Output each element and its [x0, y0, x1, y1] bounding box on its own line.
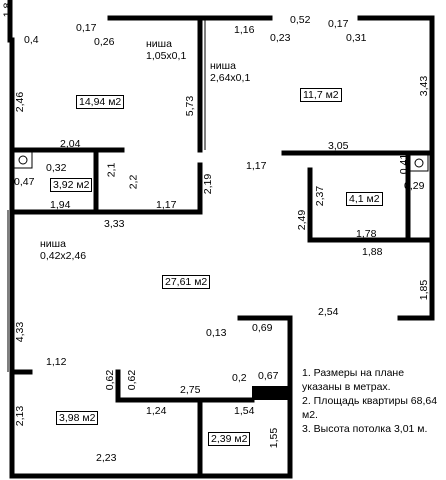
dim-2-19: 2,19: [202, 173, 215, 195]
dim-0-52: 0,52: [290, 14, 311, 26]
shaft-block: [252, 386, 288, 400]
dim-0-67: 0,67: [258, 370, 279, 382]
dim-2-2: 2,2: [127, 174, 140, 190]
area-room-11-7: 11,7 м2: [300, 88, 342, 102]
dim-2-37: 2,37: [314, 185, 327, 207]
dim-0-47: 0,47: [14, 176, 35, 188]
niche3-title: ниша: [40, 238, 66, 250]
dim-0-62-a: 0,62: [104, 369, 117, 391]
dim-3-33: 3,33: [104, 218, 125, 230]
plan-notes: 1. Размеры на плане указаны в метрах. 2.…: [302, 366, 444, 436]
dim-0-31: 0,31: [346, 32, 367, 44]
dim-2-1: 2,1: [105, 162, 118, 178]
fixture-wc2: [409, 154, 429, 172]
dim-1-88: 1,88: [362, 246, 383, 258]
dim-0-62-b: 0,62: [126, 369, 139, 391]
dim-1-94: 1,94: [50, 199, 71, 211]
dim-5-73: 5,73: [184, 95, 197, 117]
dim-0-17-a: 0,17: [76, 22, 97, 34]
niche1-title: ниша: [146, 38, 172, 50]
dim-0-26: 0,26: [94, 36, 115, 48]
niche2-size: 2,64x0,1: [210, 72, 251, 84]
dim-2-75: 2,75: [180, 384, 201, 396]
note-3: 3. Высота потолка 3,01 м.: [302, 423, 428, 435]
dim-1-17-b: 1,17: [246, 160, 267, 172]
dim-1-24: 1,24: [146, 405, 167, 417]
dim-3-43: 3,43: [418, 75, 431, 97]
dim-1-16: 1,16: [234, 24, 255, 36]
dim-0-2: 0,2: [232, 372, 247, 384]
dim-4-33: 4,33: [14, 321, 27, 343]
dim-0-29: 0,29: [404, 180, 425, 192]
dim-0-41: 0,41: [398, 153, 411, 175]
dim-3-05: 3,05: [328, 140, 349, 152]
niche3-size: 0,42x2,46: [40, 250, 87, 262]
area-room-2-39: 2,39 м2: [208, 432, 251, 446]
dim-2-23: 2,23: [96, 452, 117, 464]
dim-0-32: 0,32: [46, 162, 67, 174]
dim-1-17-a: 1,17: [156, 199, 177, 211]
dim-1-8: 1,8: [1, 2, 14, 18]
dim-1-54: 1,54: [234, 405, 255, 417]
area-room-3-98: 3,98 м2: [56, 411, 99, 425]
dim-0-13: 0,13: [206, 327, 227, 339]
dim-0-23: 0,23: [270, 32, 291, 44]
dim-2-04: 2,04: [60, 138, 81, 150]
dim-1-85: 1,85: [418, 279, 431, 301]
dim-1-12: 1,12: [46, 356, 67, 368]
note-1: 1. Размеры на плане указаны в метрах.: [302, 367, 405, 393]
niche2-title: ниша: [210, 60, 236, 72]
dim-2-13: 2,13: [14, 405, 27, 427]
dim-0-4: 0,4: [24, 34, 39, 46]
area-room-4-1: 4,1 м2: [346, 192, 383, 206]
dim-2-46: 2,46: [14, 91, 27, 113]
dim-0-69: 0,69: [252, 322, 273, 334]
dim-1-55: 1,55: [268, 427, 281, 449]
fixture-wc1: [13, 151, 33, 169]
niche1-size: 1,05x0,1: [146, 50, 187, 62]
area-room-14-94: 14,94 м2: [76, 95, 125, 109]
area-room-27-61: 27,61 м2: [162, 275, 211, 289]
dim-0-17-b: 0,17: [328, 18, 349, 30]
area-room-3-92: 3,92 м2: [50, 178, 93, 192]
dim-2-54: 2,54: [318, 306, 339, 318]
note-2: 2. Площадь квартиры 68,64 м2.: [302, 395, 438, 421]
dim-2-49: 2,49: [296, 209, 309, 231]
dim-1-78: 1,78: [356, 228, 377, 240]
